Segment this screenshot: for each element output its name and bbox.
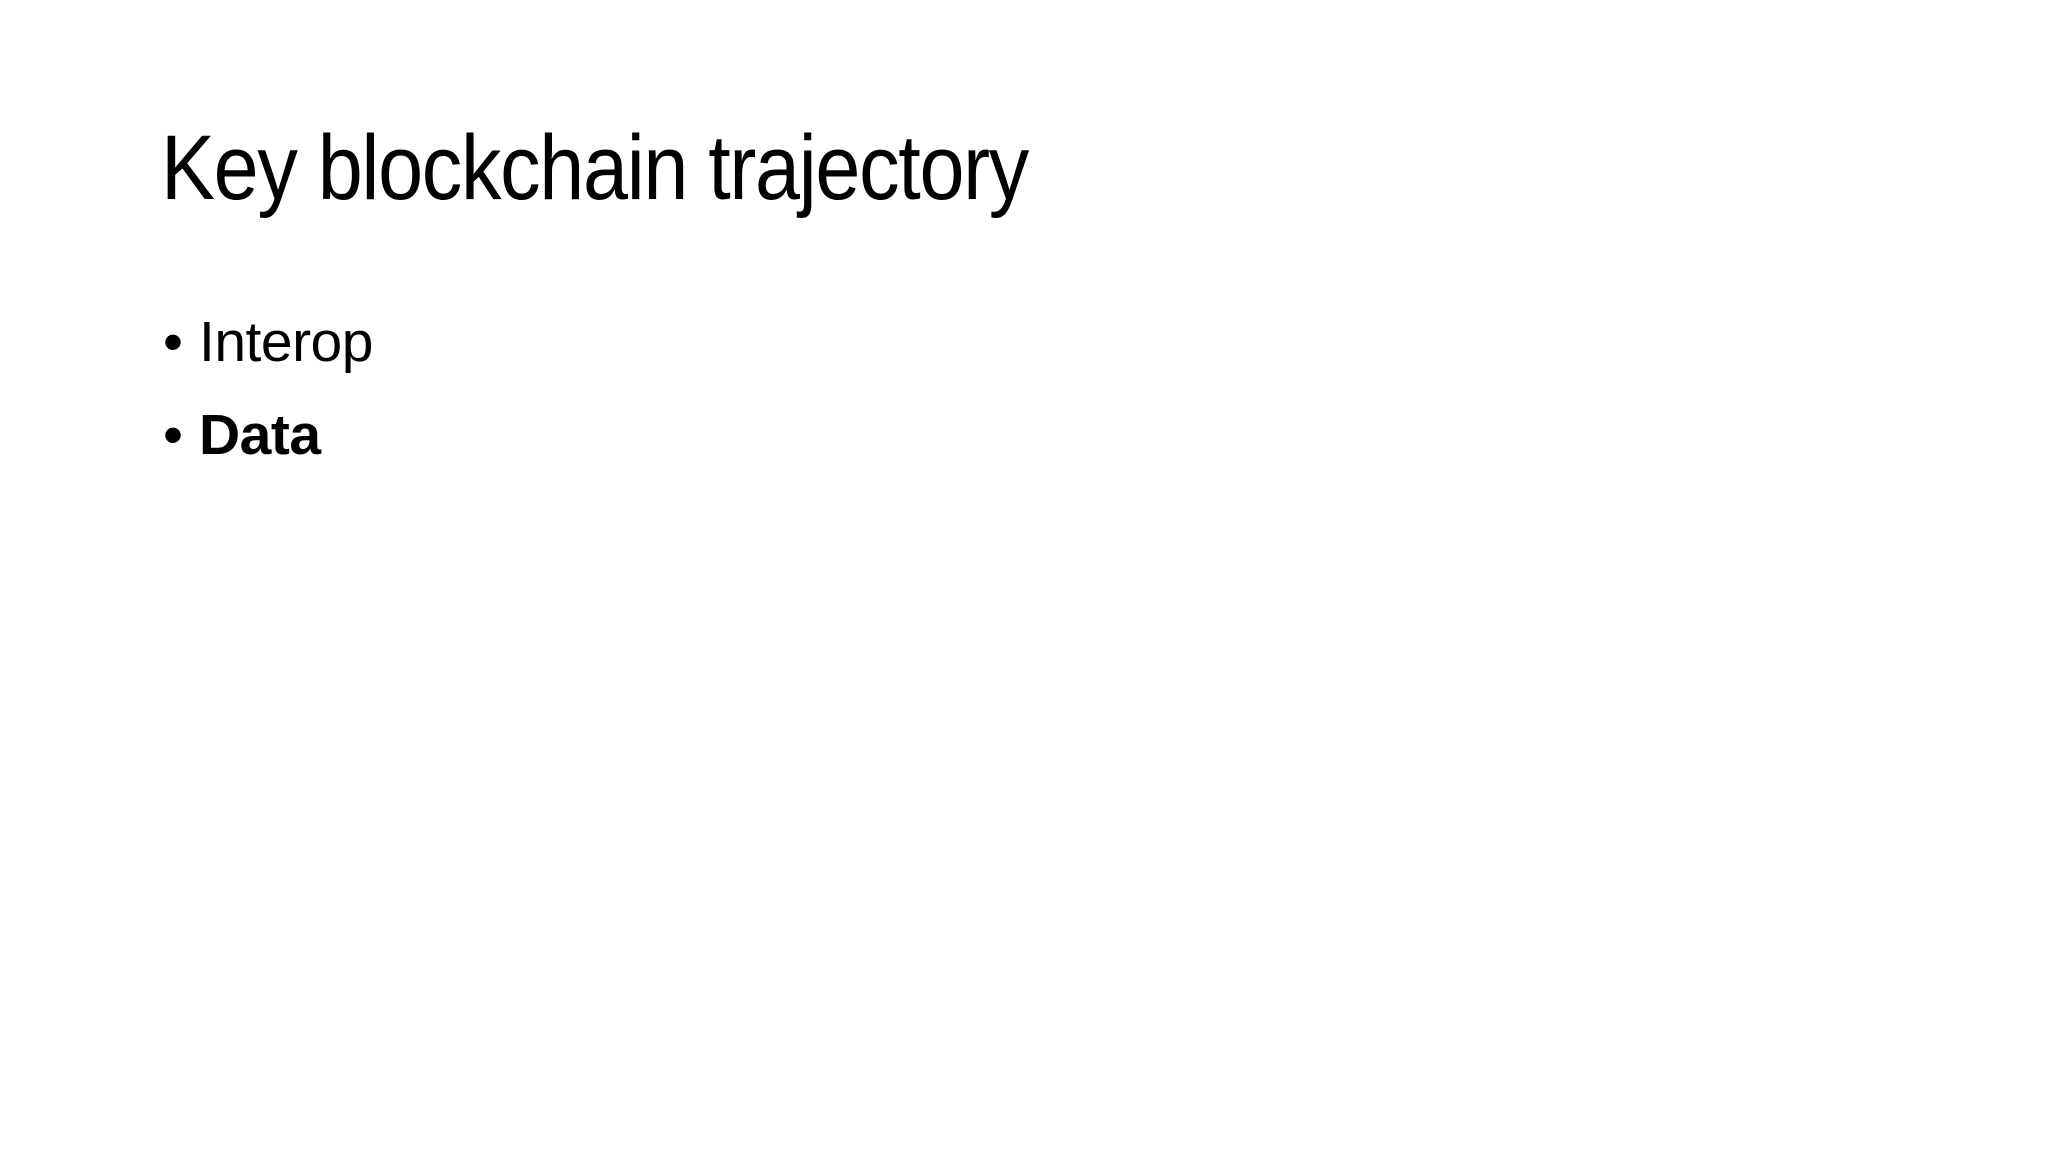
slide-title: Key blockchain trajectory — [161, 117, 1029, 219]
bullet-icon: • — [163, 402, 183, 467]
bullet-item-label: Data — [199, 402, 321, 467]
bullet-item-label: Interop — [199, 310, 373, 374]
list-item: • Interop — [163, 310, 373, 376]
bullet-list: • Interop • Data — [163, 310, 373, 468]
list-item: • Data — [163, 403, 373, 469]
bullet-icon: • — [163, 310, 183, 374]
